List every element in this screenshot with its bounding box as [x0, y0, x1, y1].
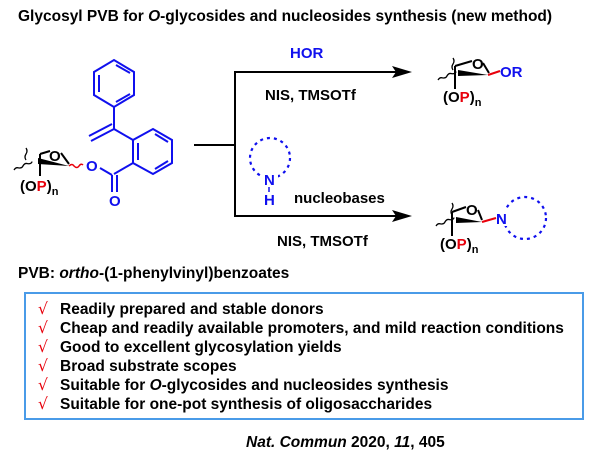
donor-ring-bond-o-left	[39, 150, 51, 155]
upper-arrowhead-icon	[392, 66, 412, 78]
vinyl-double-2	[88, 123, 113, 137]
check-icon: √	[38, 338, 48, 356]
product1-or-group: OR	[500, 64, 523, 81]
product2-wedge-bond	[456, 217, 482, 223]
donor-sugar-ring	[13, 147, 70, 176]
donor-anomeric-wavy-bond	[68, 163, 84, 169]
product2-nucleobase-n: N	[496, 211, 507, 228]
check-icon: √	[38, 319, 48, 337]
features-box: √Readily prepared and stable donors √Che…	[24, 292, 584, 420]
citation-journal: Nat. Commun	[246, 434, 347, 451]
o-glycoside-product: O OR (OP)n	[437, 56, 523, 109]
pvb-italic-ortho: ortho	[59, 265, 99, 282]
nucleoside-product: O N N (OP)n	[435, 195, 548, 256]
title-italic-o: O	[148, 8, 161, 25]
product2-ring-gap	[502, 210, 512, 226]
product1-wavy-bond-left	[437, 71, 457, 81]
product2-n-label: N	[496, 211, 507, 228]
product1-ring-bond-o-left	[454, 60, 473, 67]
carbonyl-oxygen: O	[109, 193, 121, 210]
product1-wavy-bond-top	[451, 57, 455, 71]
citation-volume: 11	[394, 434, 411, 451]
benzoate-ring-double-3	[154, 160, 169, 170]
vinyl-bond	[113, 128, 134, 141]
product2-ring-oxygen: O	[466, 202, 478, 219]
feature-item: √Cheap and readily available promoters, …	[38, 319, 564, 337]
ester-bond-c-ring	[113, 162, 134, 175]
donor-protecting-group: (OP)n	[20, 178, 59, 198]
upper-reagent-conditions: NIS, TMSOTf	[265, 87, 357, 104]
ester-bond-o-c	[99, 167, 113, 176]
product1-glycosidic-bond	[487, 70, 501, 76]
feature-item: √Broad substrate scopes	[38, 357, 237, 375]
lower-reagent-conditions: NIS, TMSOTf	[277, 233, 369, 250]
feature-item: √Suitable for one-pot synthesis of oligo…	[38, 395, 433, 413]
product2-glycosidic-bond	[481, 217, 497, 223]
product2-ring-bond-o-left	[451, 206, 467, 213]
nucleobase-ring-gap	[262, 172, 278, 182]
phenyl-ring-double-3	[115, 93, 131, 103]
feature-item: √Good to excellent glycosylation yields	[38, 338, 342, 356]
feature-item: √Suitable for O-glycosides and nucleosid…	[38, 376, 449, 394]
nucleobase-h: H	[264, 192, 275, 209]
product2-protecting-group: (OP)n	[440, 236, 479, 256]
pvb-definition: PVB: ortho-(1-phenylvinyl)benzoates	[18, 265, 290, 282]
check-icon: √	[38, 376, 48, 394]
phenyl-ring-double-2	[115, 64, 131, 74]
ester-oxygen: O	[86, 158, 98, 175]
upper-reagent-hor: HOR	[290, 45, 324, 62]
nucleobases-label: nucleobases	[294, 190, 385, 207]
donor-wavy-bond-left	[13, 161, 33, 171]
product1-protecting-group: (OP)n	[443, 89, 482, 109]
donor-structure: O (OP)n O O	[13, 58, 173, 210]
reaction-arrows	[194, 71, 400, 217]
donor-wavy-bond-top	[24, 147, 28, 161]
product1-wedge-bond	[458, 70, 488, 76]
benzoate-ring-double-2	[154, 133, 169, 143]
check-icon: √	[38, 357, 48, 375]
citation: Nat. Commun 2020, 11, 405	[246, 434, 445, 451]
vinyl-double-1	[90, 128, 115, 142]
lower-arrowhead-icon	[392, 210, 412, 222]
product1-ring-bond-o-right	[482, 62, 490, 74]
nucleobase-dotted-ring	[248, 136, 292, 180]
pvb-structure	[88, 58, 173, 192]
reaction-scheme: O (OP)n O O	[13, 45, 548, 256]
phenyl-ring	[93, 58, 135, 109]
check-icon: √	[38, 395, 48, 413]
product2-ring-bond-o-right	[477, 209, 483, 221]
scheme-title: Glycosyl PVB for O-glycosides and nucleo…	[18, 8, 553, 25]
feature-item: √Readily prepared and stable donors	[38, 300, 324, 318]
donor-ring-oxygen: O	[49, 148, 61, 165]
product1-ring-oxygen: O	[472, 56, 484, 73]
check-icon: √	[38, 300, 48, 318]
donor-wedge-bond	[38, 158, 69, 166]
donor-ring-bond-o-right	[60, 152, 70, 165]
nucleobase-n: N	[264, 172, 275, 189]
